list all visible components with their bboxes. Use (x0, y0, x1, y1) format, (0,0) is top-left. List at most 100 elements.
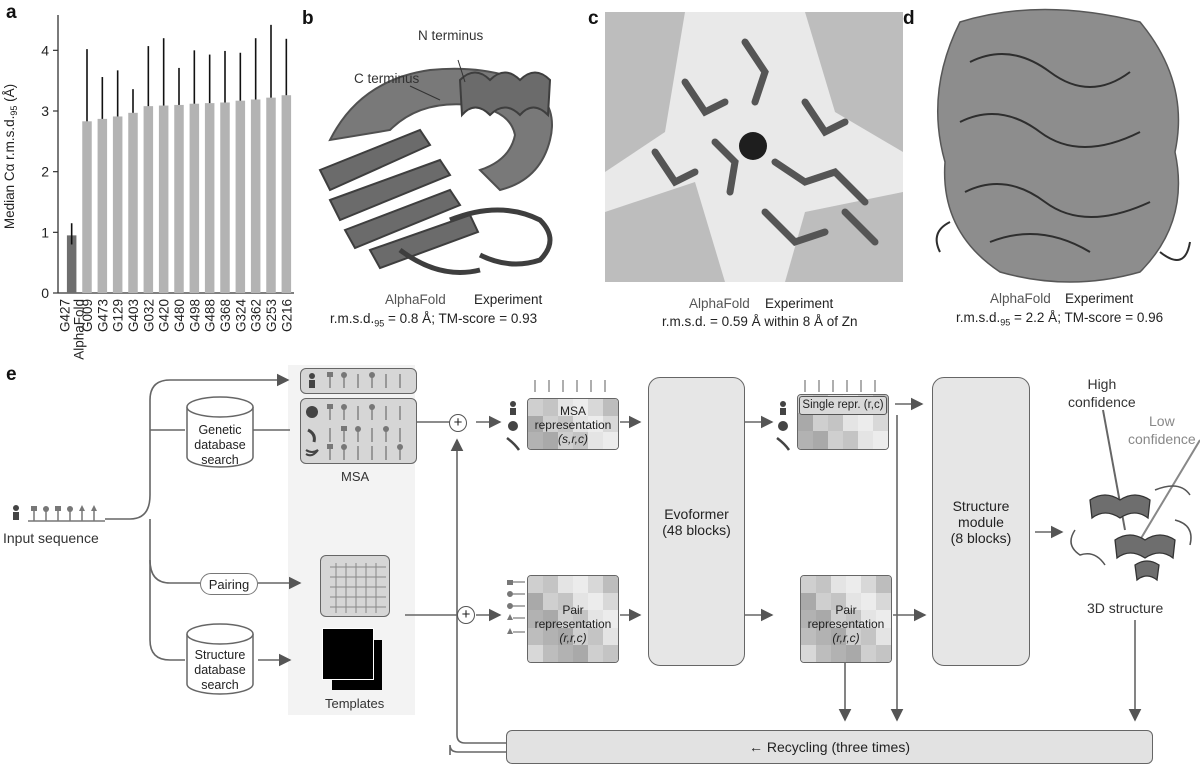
genetic-label-line1: Genetic (198, 423, 242, 437)
bar (266, 97, 276, 293)
heatmap-cell (843, 431, 859, 449)
legend-alphafold-d: AlphaFold (990, 291, 1051, 306)
pair-out-line1: Pair (835, 603, 857, 617)
x-tick-label: G362 (249, 299, 264, 332)
heatmap-cell (861, 644, 877, 662)
genetic-label-line3: search (201, 453, 239, 467)
x-tick-label: G324 (233, 299, 248, 333)
heatmap-cell (846, 644, 862, 662)
bar (204, 103, 215, 293)
msa-repr-line1: MSA (559, 404, 586, 418)
pair-repr-line3: (r,r,c) (559, 631, 587, 645)
bar (82, 121, 92, 294)
structure-module-line1: Structure (952, 497, 1010, 514)
heatmap-cell (543, 415, 559, 434)
panel-letter-e: e (6, 364, 17, 385)
x-tick-label: G253 (264, 299, 279, 332)
x-tick-label: G420 (157, 299, 172, 332)
pairing-matrix-glyphs (330, 563, 386, 613)
heatmap-cell (846, 610, 862, 629)
plus-msa: + (449, 414, 467, 432)
heatmap-cell (573, 593, 589, 612)
heatmap-cell (528, 415, 544, 434)
legend-experiment-d: Experiment (1065, 291, 1134, 306)
msa-glyphs (305, 372, 403, 460)
bar (220, 102, 230, 293)
heatmap-cell (831, 627, 847, 646)
msa-representation-grid (527, 398, 619, 450)
heatmap-cell (846, 627, 862, 646)
high-conf-line1: High (1087, 376, 1117, 392)
heatmap-cell (573, 432, 589, 449)
heatmap-cell (588, 644, 604, 662)
x-tick-label: G403 (126, 299, 141, 332)
low-confidence-label: Low confidence (1128, 412, 1196, 448)
panel-letter-b: b (302, 8, 314, 29)
heatmap-cell (558, 399, 574, 417)
genetic-label-line2: database (194, 438, 246, 452)
y-tick-label: 0 (41, 285, 49, 301)
x-tick-label: G009 (80, 299, 95, 332)
input-sequence-label: Input sequence (3, 530, 99, 546)
heatmap-cell (543, 610, 559, 629)
bar (143, 106, 154, 293)
heatmap-cell (801, 610, 817, 629)
pair-representation-label: Pair representation (r,r,c) (527, 603, 619, 645)
panel-letter-a: a (6, 2, 17, 23)
heatmap-cell (798, 413, 814, 432)
pair-repr-row-glyphs (507, 580, 525, 634)
structure-database-cylinder (186, 623, 254, 695)
heatmap-cell (816, 627, 832, 646)
heatmap-cell (813, 431, 829, 449)
single-repr-glyphs (776, 380, 876, 451)
bar (250, 99, 261, 294)
y-tick-label: 1 (41, 224, 49, 240)
x-tick-label: G488 (203, 299, 218, 332)
heatmap-cell (558, 644, 574, 662)
genetic-database-label: Genetic database search (190, 423, 250, 468)
heatmap-cell (528, 644, 544, 662)
heatmap-cell (801, 576, 817, 595)
metric-b: r.m.s.d.95 = 0.8 Å; TM-score = 0.93 (330, 311, 538, 329)
heatmap-cell (603, 593, 618, 612)
x-tick-label: G480 (172, 299, 187, 332)
heatmap-cell (573, 644, 589, 662)
heatmap-cell (558, 593, 574, 612)
heatmap-cell (573, 627, 589, 646)
heatmap-cell (588, 415, 604, 434)
heatmap-cell (603, 610, 618, 629)
heatmap-cell (801, 627, 817, 646)
high-confidence-label: High confidence (1068, 375, 1136, 411)
heatmap-cell (816, 593, 832, 612)
predicted-3d-structure-image (1070, 485, 1192, 582)
heatmap-cell (543, 627, 559, 646)
x-tick-label: G473 (95, 299, 110, 332)
x-tick-label: AlphaFold (72, 299, 87, 360)
heatmap-cell (528, 627, 544, 646)
protein-structure-b-image (318, 59, 553, 275)
evoformer-block: Evoformer (48 blocks) (648, 377, 745, 666)
heatmap-cell (798, 431, 814, 449)
heatmap-cell (558, 627, 574, 646)
pair-representation-grid (527, 575, 619, 663)
bar (189, 103, 200, 293)
heatmap-cell (543, 593, 559, 612)
heatmap-cell (858, 413, 874, 432)
msa-repr-line3: (s,r,c) (558, 432, 588, 446)
heatmap-cell (528, 399, 544, 417)
pair-out-line3: (r,r,c) (832, 631, 860, 645)
heatmap-cell (876, 627, 891, 646)
heatmap-cell (861, 627, 877, 646)
3d-structure-label: 3D structure (1087, 600, 1164, 616)
heatmap-cell (558, 610, 574, 629)
pair-representation-out-grid (800, 575, 892, 663)
heatmap-cell (603, 432, 618, 449)
genetic-database-cylinder (186, 396, 254, 468)
x-tick-label: G368 (218, 299, 233, 332)
bar (235, 100, 246, 293)
heatmap-cell (861, 593, 877, 612)
heatmap-cell (588, 576, 604, 595)
heatmap-cell (573, 576, 589, 595)
heatmap-cell (588, 399, 604, 417)
